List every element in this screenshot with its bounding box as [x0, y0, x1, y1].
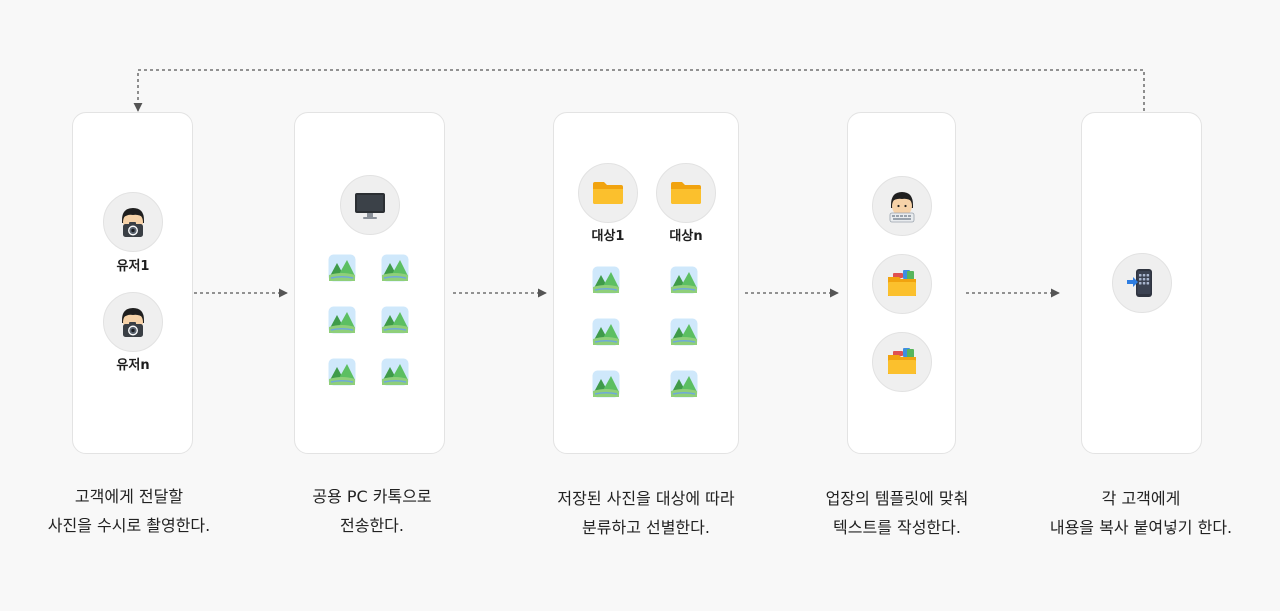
person-with-camera-icon	[113, 302, 153, 342]
user-1-label: 유저1	[116, 259, 150, 274]
photo-icon	[670, 370, 698, 398]
step-4-card	[847, 112, 956, 454]
photo-icon	[328, 254, 356, 282]
step-3-caption: 저장된 사진을 대상에 따라 분류하고 선별한다.	[557, 489, 735, 537]
photo-icon	[328, 306, 356, 334]
step-1-card: 유저1 유저n	[72, 112, 193, 454]
smartphone-input-icon	[1122, 263, 1162, 303]
photo-icon	[328, 358, 356, 386]
target-1-label: 대상1	[591, 229, 625, 244]
tabbed-folder-icon	[882, 342, 922, 382]
user-1-avatar	[103, 192, 163, 252]
folder-icon	[666, 173, 706, 213]
target-n-folder	[656, 163, 716, 223]
photo-icon	[592, 370, 620, 398]
template-folder-1	[872, 254, 932, 314]
tabbed-folder-icon	[882, 264, 922, 304]
person-typing-icon	[882, 186, 922, 226]
folder-icon	[588, 173, 628, 213]
step-3-card: 대상1 대상n	[553, 112, 739, 454]
pc-avatar	[340, 175, 400, 235]
step-2-caption: 공용 PC 카톡으로 전송한다.	[312, 487, 432, 535]
step-1-caption: 고객에게 전달할 사진을 수시로 촬영한다.	[47, 487, 211, 535]
phone-avatar	[1112, 253, 1172, 313]
target-n-label: 대상n	[669, 229, 703, 244]
writer-avatar	[872, 176, 932, 236]
template-folder-2	[872, 332, 932, 392]
user-n-label: 유저n	[116, 358, 150, 373]
user-n-avatar	[103, 292, 163, 352]
photo-icon	[381, 306, 409, 334]
desktop-monitor-icon	[350, 185, 390, 225]
target-1-folder	[578, 163, 638, 223]
photo-icon	[592, 266, 620, 294]
step-5-caption: 각 고객에게 내용을 복사 붙여넣기 한다.	[1049, 489, 1233, 537]
photo-icon	[381, 358, 409, 386]
photo-icon	[592, 318, 620, 346]
photo-icon	[381, 254, 409, 282]
photo-icon	[670, 318, 698, 346]
step-2-card	[294, 112, 445, 454]
feedback-loop-arrow	[133, 69, 1145, 112]
step-4-caption: 업장의 템플릿에 맞춰 텍스트를 작성한다.	[825, 489, 969, 537]
photo-icon	[670, 266, 698, 294]
person-with-camera-icon	[113, 202, 153, 242]
step-5-card	[1081, 112, 1202, 454]
